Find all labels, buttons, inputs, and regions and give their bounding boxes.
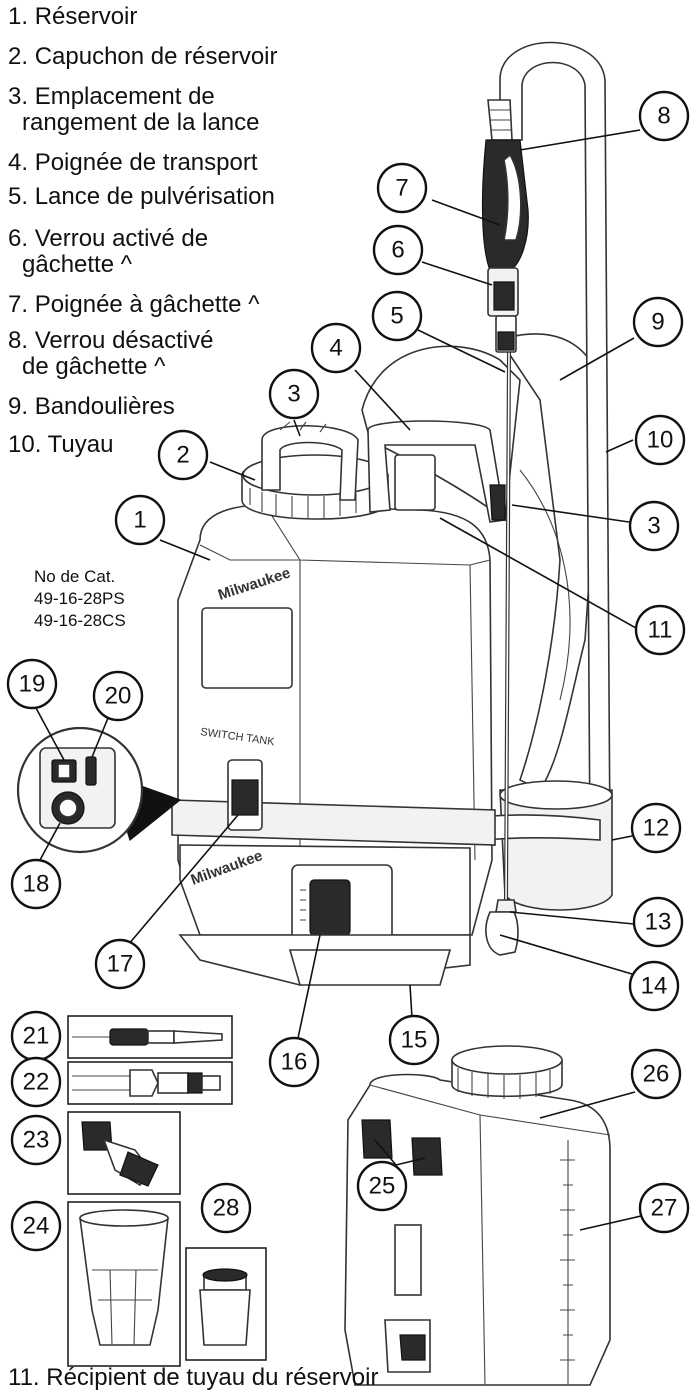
svg-text:24: 24 xyxy=(23,1213,50,1240)
svg-text:3: 3 xyxy=(647,513,660,540)
svg-text:19: 19 xyxy=(19,671,46,698)
callout-9: 9 xyxy=(632,296,684,348)
callout-22: 22 xyxy=(10,1056,62,1108)
pack-base xyxy=(178,934,471,986)
nozzle-accessory-23 xyxy=(67,1111,181,1195)
svg-text:5: 5 xyxy=(390,303,403,330)
catalog-numbers: No de Cat. 49-16-28PS 49-16-28CS xyxy=(34,566,126,632)
callout-8: 8 xyxy=(638,90,690,142)
callout-7: 7 xyxy=(376,162,428,214)
callout-14: 14 xyxy=(628,960,680,1012)
filter-accessory-24 xyxy=(67,1201,181,1367)
callout-13: 13 xyxy=(632,896,684,948)
callout-21: 21 xyxy=(10,1010,62,1062)
svg-text:6: 6 xyxy=(391,237,404,264)
callout-12: 12 xyxy=(630,802,682,854)
svg-text:3: 3 xyxy=(287,381,300,408)
svg-text:17: 17 xyxy=(107,951,134,978)
callout-2: 2 xyxy=(157,429,209,481)
switch-panel-inset xyxy=(16,726,182,854)
catalog-label: No de Cat. xyxy=(34,567,116,586)
callout-19: 19 xyxy=(6,658,58,710)
svg-text:9: 9 xyxy=(651,309,664,336)
battery xyxy=(291,864,393,948)
callout-26: 26 xyxy=(630,1048,682,1100)
svg-text:18: 18 xyxy=(23,871,50,898)
legend-item-11-footer: 11. Récipient de tuyau du réservoir xyxy=(8,1364,379,1391)
legend-item-5: 5. Lance de pulvérisation xyxy=(8,183,275,210)
catalog-model-2: 49-16-28CS xyxy=(34,611,126,630)
callout-17: 17 xyxy=(94,938,146,990)
svg-text:27: 27 xyxy=(651,1195,678,1222)
callout-3-front: 3 xyxy=(268,368,320,420)
svg-text:2: 2 xyxy=(176,442,189,469)
callout-1: 1 xyxy=(114,494,166,546)
svg-text:1: 1 xyxy=(133,507,146,534)
svg-text:22: 22 xyxy=(23,1069,50,1096)
callout-11: 11 xyxy=(634,604,686,656)
callout-24: 24 xyxy=(10,1200,62,1252)
callout-27: 27 xyxy=(638,1182,690,1234)
legend-item-9: 9. Bandoulières xyxy=(8,393,175,420)
callout-6: 6 xyxy=(372,224,424,276)
svg-text:8: 8 xyxy=(657,103,670,130)
svg-text:23: 23 xyxy=(23,1127,50,1154)
legend-item-10: 10. Tuyau xyxy=(8,431,114,458)
callout-25: 25 xyxy=(356,1160,408,1212)
svg-text:21: 21 xyxy=(23,1023,50,1050)
leader-lines xyxy=(35,129,642,1231)
svg-text:28: 28 xyxy=(213,1195,240,1222)
cup-accessory-28 xyxy=(185,1247,267,1361)
latch xyxy=(227,759,263,831)
svg-text:12: 12 xyxy=(643,815,670,842)
callout-16: 16 xyxy=(268,1036,320,1088)
svg-text:4: 4 xyxy=(329,335,342,362)
callout-5: 5 xyxy=(371,290,423,342)
svg-text:14: 14 xyxy=(641,973,668,1000)
legend-item-4: 4. Poignée de transport xyxy=(8,149,258,176)
callout-28: 28 xyxy=(200,1182,252,1234)
legend-item-7: 7. Poignée à gâchette ^ xyxy=(8,291,260,318)
svg-text:11: 11 xyxy=(648,617,673,644)
svg-text:10: 10 xyxy=(647,427,674,454)
carry-handle xyxy=(367,420,506,523)
callout-18: 18 xyxy=(10,858,62,910)
svg-text:20: 20 xyxy=(105,683,132,710)
svg-text:26: 26 xyxy=(643,1061,670,1088)
callout-10: 10 xyxy=(634,414,686,466)
svg-text:16: 16 xyxy=(281,1049,308,1076)
svg-text:25: 25 xyxy=(369,1173,396,1200)
secondary-tank xyxy=(344,1045,611,1386)
callout-15: 15 xyxy=(388,1014,440,1066)
legend-item-1: 1. Réservoir xyxy=(8,3,138,30)
legend-item-2: 2. Capuchon de réservoir xyxy=(8,43,278,70)
wand-storage-front xyxy=(261,421,359,501)
nozzle-accessory-21 xyxy=(67,1015,233,1059)
spray-wand xyxy=(481,99,529,956)
callout-3-side: 3 xyxy=(628,500,680,552)
svg-text:7: 7 xyxy=(395,175,408,202)
catalog-model-1: 49-16-28PS xyxy=(34,589,125,608)
svg-text:13: 13 xyxy=(645,909,672,936)
callout-23: 23 xyxy=(10,1114,62,1166)
svg-text:15: 15 xyxy=(401,1027,428,1054)
nozzle-accessory-22 xyxy=(67,1061,233,1105)
callout-20: 20 xyxy=(92,670,144,722)
callout-4: 4 xyxy=(310,322,362,374)
